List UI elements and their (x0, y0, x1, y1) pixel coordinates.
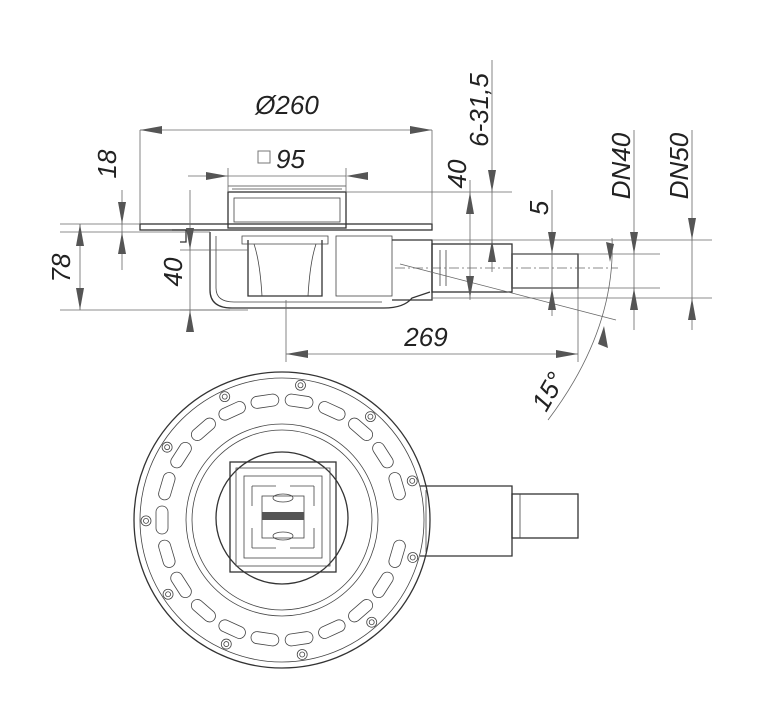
flange-slot (372, 441, 394, 469)
flange-hole (296, 649, 308, 660)
flange-slot (158, 539, 176, 568)
flange-slot (155, 505, 169, 535)
flange-slot (348, 417, 374, 441)
flange-hole (162, 588, 174, 600)
outlet-top-dn40 (511, 493, 579, 539)
flange-slot (250, 393, 280, 409)
flange-slot (190, 599, 216, 623)
dim-18: 18 (92, 149, 122, 178)
flange-hole (161, 441, 173, 453)
dim-40-left: 40 (158, 257, 188, 286)
flange-hole (295, 379, 306, 391)
flange-slot (158, 472, 176, 501)
flange-hole (140, 515, 152, 527)
flange-slot (250, 631, 280, 647)
outlet-housing (392, 239, 433, 301)
flange-slot (284, 393, 314, 409)
flange-slot (372, 571, 394, 599)
flange-hole (406, 475, 418, 487)
flange-slot (218, 619, 246, 639)
flange-hole (407, 552, 419, 563)
flange-slot (218, 401, 246, 421)
flange-slots (155, 393, 406, 647)
flange-hole-inner (297, 382, 304, 389)
grate-square (229, 461, 337, 573)
dim-grate: 95 (276, 144, 305, 174)
square-symbol (257, 150, 271, 164)
flange-slot (170, 441, 192, 469)
drain-body (209, 232, 431, 309)
dim-dn50: DN50 (664, 132, 694, 199)
dim-angle: 15° (525, 367, 571, 416)
flange-slot (170, 571, 192, 599)
flange-hole-inner (368, 619, 375, 626)
flange-hole-inner (299, 651, 306, 658)
flange-hole-inner (367, 413, 374, 420)
flange-hole-inner (164, 444, 171, 451)
dimension-lines (60, 60, 712, 421)
flange-slot (348, 599, 374, 623)
body-circle (215, 451, 349, 585)
dim-40-top: 40 (442, 159, 472, 188)
flange-hole-inner (409, 554, 416, 561)
dim-5: 5 (524, 200, 554, 215)
outer-flange (133, 371, 431, 669)
grate-pattern (251, 485, 315, 549)
trap-bell (247, 240, 323, 297)
dim-range: 6-31,5 (464, 73, 494, 147)
flange-hole-inner (165, 591, 171, 598)
brand-plate (262, 512, 304, 520)
flange-hole-inner (143, 517, 149, 524)
dim-diameter: Ø260 (254, 90, 319, 120)
dim-dn40: DN40 (606, 132, 636, 199)
flange-slot (388, 539, 406, 568)
flange-slot (284, 631, 314, 647)
flange-holes (140, 379, 419, 660)
flange-slot (318, 401, 346, 421)
grate-insert (233, 197, 341, 223)
outlet-pipe-dn40 (511, 253, 579, 289)
top-view (133, 371, 579, 669)
dim-269: 269 (403, 322, 447, 352)
clamp (172, 229, 187, 243)
flange-hole (365, 411, 376, 423)
outlet-top-dn50 (420, 485, 513, 557)
flange-hole-inner (409, 477, 416, 484)
flange-hole (219, 391, 231, 403)
flange-plate (139, 223, 433, 231)
dim-78: 78 (46, 253, 76, 282)
flange-slot (190, 417, 216, 441)
flange-slot (318, 619, 346, 639)
flange-hole-inner (221, 393, 228, 400)
flange-hole (220, 638, 232, 650)
flange-hole-inner (223, 641, 230, 647)
flange-slot (388, 472, 406, 501)
flange-hole (366, 616, 378, 628)
dimension-texts: Ø260 95 18 78 40 40 6-31,5 5 DN40 DN50 2… (46, 73, 694, 416)
grate-frame (227, 191, 347, 229)
